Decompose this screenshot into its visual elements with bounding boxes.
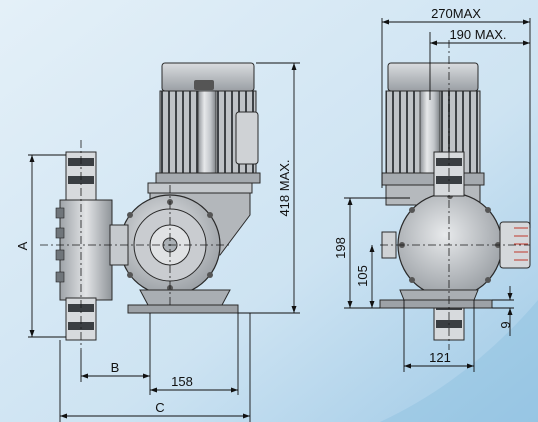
dim-9-label: 9 bbox=[498, 321, 513, 328]
dim-418max-label: 418 MAX. bbox=[277, 159, 292, 216]
dim-198-label: 198 bbox=[333, 237, 348, 259]
dim-121-label: 121 bbox=[429, 350, 451, 365]
motor-nameplate-icon bbox=[194, 80, 214, 90]
dim-c-label: C bbox=[155, 400, 164, 415]
dimension-lines bbox=[28, 18, 531, 422]
base-plate bbox=[127, 304, 239, 314]
pump-head-front bbox=[55, 151, 129, 341]
side-motor bbox=[381, 62, 485, 186]
terminal-box bbox=[235, 111, 259, 165]
front-view bbox=[40, 62, 261, 350]
dim-105-label: 105 bbox=[355, 265, 370, 287]
side-view bbox=[379, 40, 531, 350]
motor bbox=[155, 62, 261, 184]
dim-190max-label: 190 MAX. bbox=[449, 27, 506, 42]
dim-270max-label: 270MAX bbox=[431, 6, 481, 21]
dimension-arrows bbox=[29, 19, 530, 419]
dim-a-label: A bbox=[15, 241, 30, 250]
dim-158-label: 158 bbox=[171, 374, 193, 389]
dim-b-label: B bbox=[111, 360, 120, 375]
side-base-plate bbox=[379, 299, 493, 309]
